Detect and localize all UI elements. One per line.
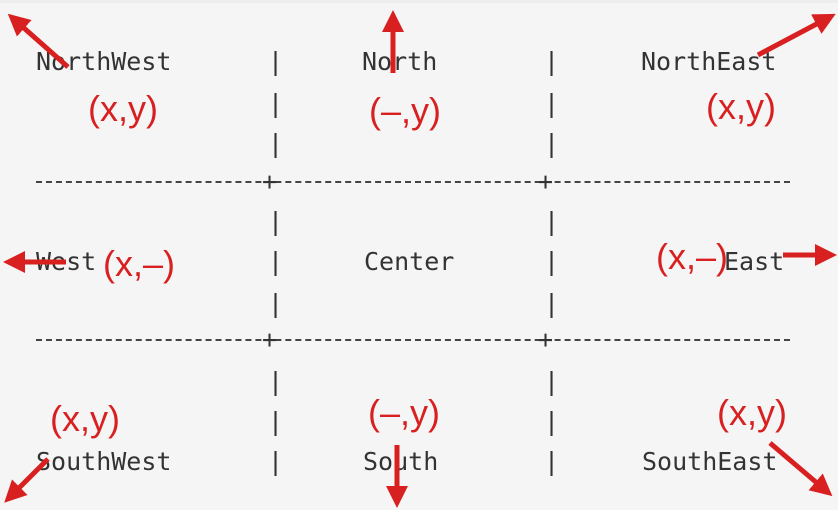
arrow-northeast-icon — [756, 13, 836, 58]
vertical-separator: | — [544, 247, 560, 276]
vertical-separator: | — [268, 367, 284, 396]
coord-northeast: (x,y) — [706, 86, 776, 127]
cell-southeast-label: SouthEast — [642, 447, 778, 476]
cell-east-label: East — [724, 247, 785, 276]
horizontal-separator — [36, 339, 790, 341]
cell-southwest-label: SouthWest — [36, 447, 172, 476]
vertical-separator: | — [544, 407, 560, 436]
arrow-southeast-icon — [768, 441, 833, 497]
coord-north: (–,y) — [369, 90, 441, 131]
vertical-separator: | — [268, 247, 284, 276]
coord-southeast: (x,y) — [717, 392, 787, 433]
coord-northwest: (x,y) — [88, 88, 158, 129]
arrow-northwest-icon — [7, 13, 70, 69]
grid-junction: + — [538, 167, 554, 196]
cell-northeast-label: NorthEast — [641, 47, 777, 76]
vertical-separator: | — [544, 207, 560, 236]
grid-junction: + — [262, 167, 278, 196]
vertical-separator: | — [268, 47, 284, 76]
cell-north-label: North — [362, 47, 438, 76]
vertical-separator: | — [544, 47, 560, 76]
cell-south-label: South — [363, 447, 439, 476]
grid-junction: + — [538, 325, 554, 354]
cell-center-label: Center — [364, 247, 455, 276]
arrow-southwest-icon — [4, 457, 50, 503]
vertical-separator: | — [544, 289, 560, 318]
coord-southwest: (x,y) — [50, 398, 120, 439]
vertical-separator: | — [544, 447, 560, 476]
horizontal-separator — [36, 181, 790, 183]
coord-west: (x,–) — [103, 243, 175, 284]
vertical-separator: | — [544, 89, 560, 118]
vertical-separator: | — [268, 207, 284, 236]
vertical-separator: | — [268, 407, 284, 436]
vertical-separator: | — [268, 89, 284, 118]
vertical-separator: | — [268, 447, 284, 476]
coord-east: (x,–) — [656, 236, 728, 277]
vertical-separator: | — [544, 129, 560, 158]
coord-south: (–,y) — [368, 392, 440, 433]
vertical-separator: | — [268, 289, 284, 318]
vertical-separator: | — [268, 129, 284, 158]
grid-junction: + — [262, 325, 278, 354]
direction-arrows — [2, 9, 838, 509]
vertical-separator: | — [544, 367, 560, 396]
